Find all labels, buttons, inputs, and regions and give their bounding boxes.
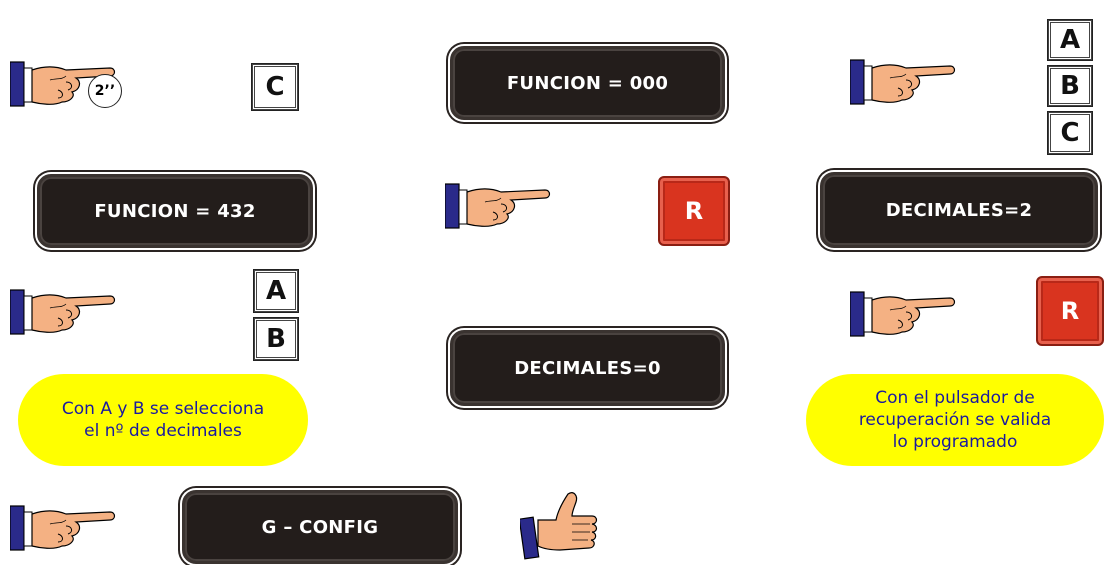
- reset-r-label: R: [684, 197, 704, 225]
- reset-r-button[interactable]: R: [658, 176, 730, 246]
- key-b-label: B: [1060, 71, 1080, 101]
- reset-r-button[interactable]: R: [1036, 276, 1104, 346]
- note-decimal-selection: Con A y B se selecciona el nº de decimal…: [18, 374, 308, 466]
- pointing-hand-icon: [445, 183, 551, 229]
- display-decimales-2-text: DECIMALES=2: [885, 199, 1033, 221]
- key-b-label: B: [266, 324, 286, 354]
- display-g-config: G – CONFIG: [182, 490, 458, 564]
- key-a-label: A: [1059, 25, 1081, 55]
- display-funcion-000: FUNCION = 000: [450, 46, 725, 120]
- reset-r-label: R: [1060, 297, 1080, 325]
- key-a-label: A: [265, 276, 287, 306]
- display-funcion-000-text: FUNCION = 000: [506, 72, 669, 94]
- display-funcion-432-text: FUNCION = 432: [94, 200, 256, 222]
- pointing-hand-icon: [850, 59, 956, 105]
- key-c-label: C: [265, 72, 285, 102]
- key-b-button[interactable]: B: [253, 317, 299, 361]
- key-c-button[interactable]: C: [1047, 111, 1093, 155]
- key-a-button[interactable]: A: [1047, 19, 1093, 61]
- pointing-hand-icon: [10, 505, 116, 551]
- timer-label: 2’’: [94, 83, 116, 99]
- display-funcion-432: FUNCION = 432: [37, 174, 313, 248]
- key-c-label: C: [1060, 118, 1080, 148]
- thumbs-up-icon: [520, 492, 598, 560]
- note-recovery-validation: Con el pulsador de recuperación se valid…: [806, 374, 1104, 466]
- key-c-button[interactable]: C: [251, 63, 299, 111]
- timer-icon: 2’’: [88, 74, 122, 108]
- display-decimales-2: DECIMALES=2: [820, 172, 1098, 248]
- display-decimales-0: DECIMALES=0: [450, 330, 725, 406]
- display-g-config-text: G – CONFIG: [261, 516, 379, 538]
- key-b-button[interactable]: B: [1047, 65, 1093, 107]
- pointing-hand-icon: [850, 291, 956, 337]
- key-a-button[interactable]: A: [253, 269, 299, 313]
- display-decimales-0-text: DECIMALES=0: [514, 357, 661, 379]
- pointing-hand-icon: [10, 289, 116, 335]
